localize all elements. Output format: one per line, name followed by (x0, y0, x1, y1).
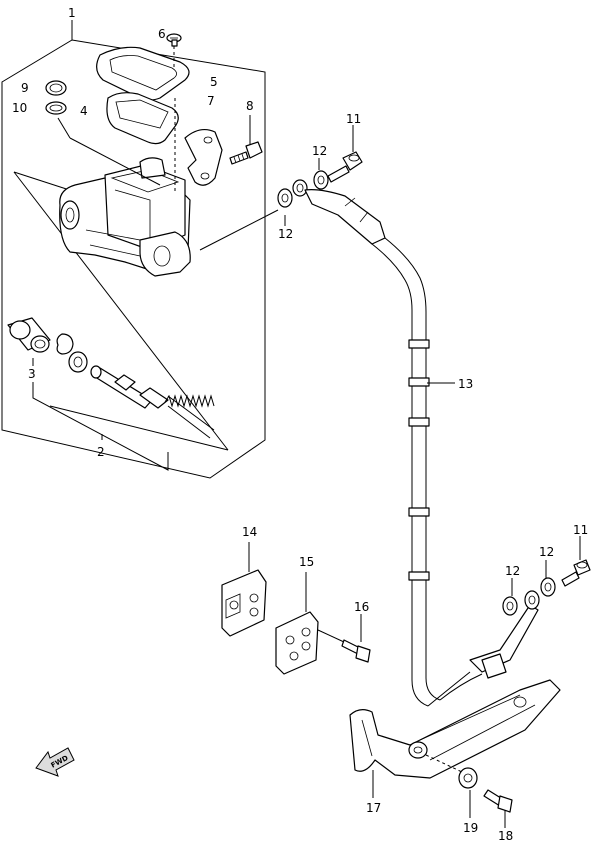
washer-19 (458, 767, 478, 789)
circlip (56, 333, 74, 355)
washer-top-2 (277, 188, 293, 208)
leader-16-plate (317, 629, 345, 643)
callout-1: 1 (68, 6, 76, 20)
piston-rod (90, 365, 169, 409)
return-spring (164, 394, 215, 439)
callout-14: 14 (242, 525, 257, 539)
callout-11a: 11 (346, 112, 361, 126)
diaphragm-inner (115, 99, 169, 129)
cap-9-inner (49, 83, 63, 93)
hose-banjo-bottom (427, 590, 540, 707)
plate-15 (275, 611, 319, 675)
callout-2: 2 (97, 445, 105, 459)
union-bolt-bottom (561, 559, 591, 587)
ring-10 (45, 101, 67, 115)
callout-6: 6 (158, 27, 166, 41)
callout-12c: 12 (539, 545, 554, 559)
callout-3: 3 (28, 367, 36, 381)
leader-body-hose (199, 209, 279, 251)
callout-11b: 11 (573, 523, 588, 537)
dash-19 (425, 754, 463, 773)
callout-15: 15 (299, 555, 314, 569)
brake-hose (371, 237, 441, 707)
union-bolt-top (327, 151, 363, 183)
master-cylinder-body (59, 157, 191, 277)
bolt-16 (341, 639, 371, 663)
holder-hole-a (203, 136, 213, 144)
callout-18: 18 (498, 829, 513, 842)
callout-16: 16 (354, 600, 369, 614)
callout-12d: 12 (505, 564, 520, 578)
callout-13: 13 (458, 377, 473, 391)
hose-banjo-top (292, 179, 386, 245)
bolt-18 (483, 789, 513, 813)
callout-8: 8 (246, 99, 254, 113)
screw-6 (166, 33, 182, 47)
leader-10-body-b (69, 137, 161, 186)
washer-top-1-inner (317, 175, 325, 185)
ring-10-inner (49, 104, 63, 112)
washer-bottom-1-inner (544, 582, 552, 592)
reservoir-cap-inner (109, 55, 177, 91)
dust-boot (7, 317, 51, 353)
diaphragm (106, 92, 179, 145)
guide-line-c (49, 405, 229, 451)
holder-hole-b (200, 172, 210, 180)
callout-19: 19 (463, 821, 478, 835)
washer-top-2-inner (281, 193, 289, 203)
callout-12b: 12 (278, 227, 293, 241)
callout-7: 7 (207, 94, 215, 108)
callout-10: 10 (12, 101, 27, 115)
bracket-2 (32, 382, 169, 471)
callout-4: 4 (80, 104, 88, 118)
callout-17: 17 (366, 801, 381, 815)
cap-9 (45, 80, 67, 96)
piston-washer-inner (73, 356, 83, 368)
bracket-17 (349, 679, 561, 779)
plate-14 (221, 569, 267, 637)
guide-line-a (13, 171, 229, 451)
callout-12a: 12 (312, 144, 327, 158)
washer-bottom-2 (502, 596, 518, 616)
washer-bottom-1 (540, 577, 556, 597)
assembly-box (1, 39, 266, 479)
washer-top-1 (313, 170, 329, 190)
bolt-8 (229, 141, 263, 165)
reservoir-cap (96, 46, 190, 101)
washer-19-inner (463, 773, 473, 783)
callout-5: 5 (210, 75, 218, 89)
washer-bottom-2-inner (506, 601, 514, 611)
fwd-arrow: FWD (35, 747, 75, 777)
callout-9: 9 (21, 81, 29, 95)
leader-10-body (57, 117, 71, 139)
piston-washer (68, 351, 88, 373)
holder-clamp (184, 128, 223, 186)
